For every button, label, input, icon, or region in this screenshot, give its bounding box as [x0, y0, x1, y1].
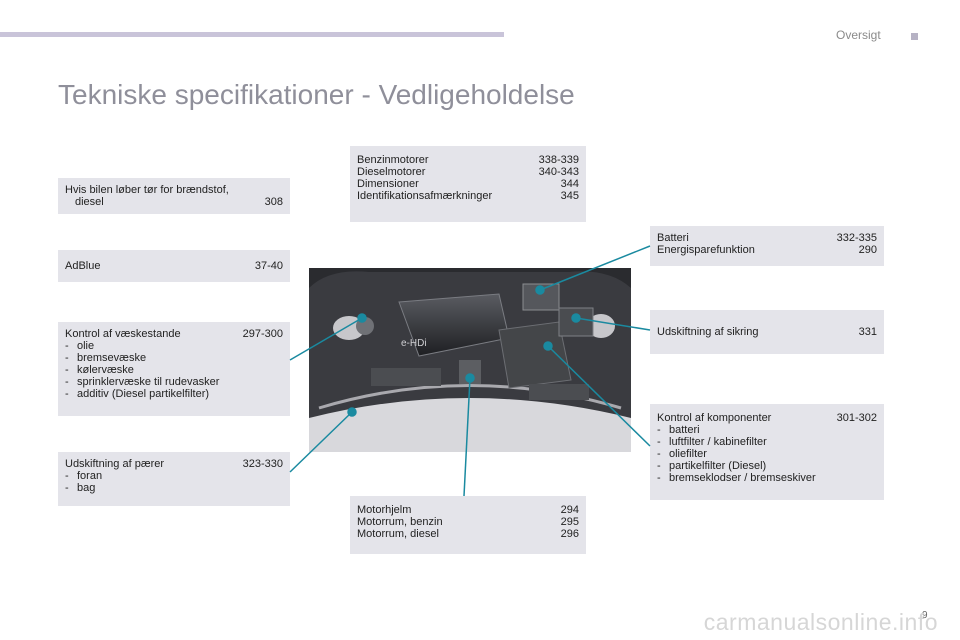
bulbs-row: Udskiftning af pærer 323-330: [65, 458, 283, 470]
adblue-label: AdBlue: [65, 260, 101, 272]
list-item: -partikelfilter (Diesel): [657, 460, 767, 472]
list-item: -bremseklodser / bremseskiver: [657, 472, 816, 484]
engine-bay-image: e-HDi: [309, 268, 631, 452]
adblue-page[interactable]: 37-40: [254, 260, 283, 272]
fluids-box[interactable]: Kontrol af væskestande 297-300 -olie -br…: [58, 322, 290, 416]
list-item: -kølervæske: [65, 364, 134, 376]
components-label: Kontrol af komponenter: [657, 412, 772, 424]
fluids-row: Kontrol af væskestande 297-300: [65, 328, 283, 340]
page-title: Tekniske specifikationer - Vedligeholdel…: [58, 78, 575, 110]
components-page[interactable]: 301-302: [836, 412, 877, 424]
list-item: -bremsevæske: [65, 352, 147, 364]
fuel-label: diesel: [75, 196, 104, 208]
list-item: -oliefilter: [657, 448, 707, 460]
section-marker: [911, 33, 918, 40]
components-box[interactable]: Kontrol af komponenter 301-302 -batteri …: [650, 404, 884, 500]
fluids-page[interactable]: 297-300: [242, 328, 283, 340]
list-item: -batteri: [657, 424, 700, 436]
bulbs-box[interactable]: Udskiftning af pærer 323-330 -foran -bag: [58, 452, 290, 506]
fuses-label: Udskiftning af sikring: [657, 326, 759, 338]
list-item: -olie: [65, 340, 95, 352]
list-item: -bag: [65, 482, 96, 494]
engine-badge: e-HDi: [401, 338, 427, 349]
watermark: carmanualsonline.info: [703, 609, 938, 635]
fuel-row: diesel 308: [65, 196, 283, 208]
adblue-box[interactable]: AdBlue 37-40: [58, 250, 290, 282]
header-accent-bar: [0, 32, 504, 37]
components-row: Kontrol af komponenter 301-302: [657, 412, 877, 424]
list-item: -foran: [65, 470, 103, 482]
fuses-box[interactable]: Udskiftning af sikring 331: [650, 310, 884, 354]
fuses-row: Udskiftning af sikring 331: [657, 326, 877, 338]
engine-bay-drawing: e-HDi: [309, 268, 631, 452]
list-item: -luftfilter / kabinefilter: [657, 436, 767, 448]
fuses-page[interactable]: 331: [858, 326, 877, 338]
fuel-line1: Hvis bilen løber tør for brændstof,: [65, 184, 229, 196]
bulbs-page[interactable]: 323-330: [242, 458, 283, 470]
fuel-page[interactable]: 308: [264, 196, 283, 208]
adblue-row: AdBlue 37-40: [65, 260, 283, 272]
fuel-box[interactable]: Hvis bilen løber tør for brændstof, dies…: [58, 178, 290, 214]
fluids-label: Kontrol af væskestande: [65, 328, 181, 340]
section-title: Oversigt: [836, 28, 881, 42]
bulbs-label: Udskiftning af pærer: [65, 458, 165, 470]
list-item: -sprinklervæske til rudevasker: [65, 376, 220, 388]
page-number: 9: [922, 610, 928, 621]
list-item: -additiv (Diesel partikelfilter): [65, 388, 210, 400]
